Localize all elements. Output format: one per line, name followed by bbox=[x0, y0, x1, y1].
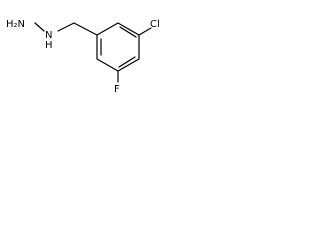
ring-bond-5 bbox=[96, 58, 119, 72]
n-n-bond bbox=[34, 22, 45, 32]
structure-canvas: H₂N N H Cl F bbox=[0, 0, 171, 113]
c-cl-bond bbox=[138, 27, 152, 36]
ring-bond-2 bbox=[117, 22, 140, 36]
ring-inner-bond-1 bbox=[119, 26, 137, 38]
ring-inner-bond-2 bbox=[118, 56, 136, 68]
molecule-structure: H₂N N H Cl F bbox=[6, 19, 160, 95]
nh2-label: H₂N bbox=[6, 19, 25, 30]
ch2-bond bbox=[73, 22, 98, 36]
fluorine-label: F bbox=[114, 84, 120, 95]
ring-bond-1 bbox=[96, 22, 119, 36]
chlorine-label: Cl bbox=[150, 19, 160, 30]
nh-h-label: H bbox=[45, 40, 53, 51]
ring-bond-4 bbox=[117, 58, 140, 72]
ch2-n-bond bbox=[57, 22, 75, 32]
nh-n-label: N bbox=[45, 30, 52, 41]
